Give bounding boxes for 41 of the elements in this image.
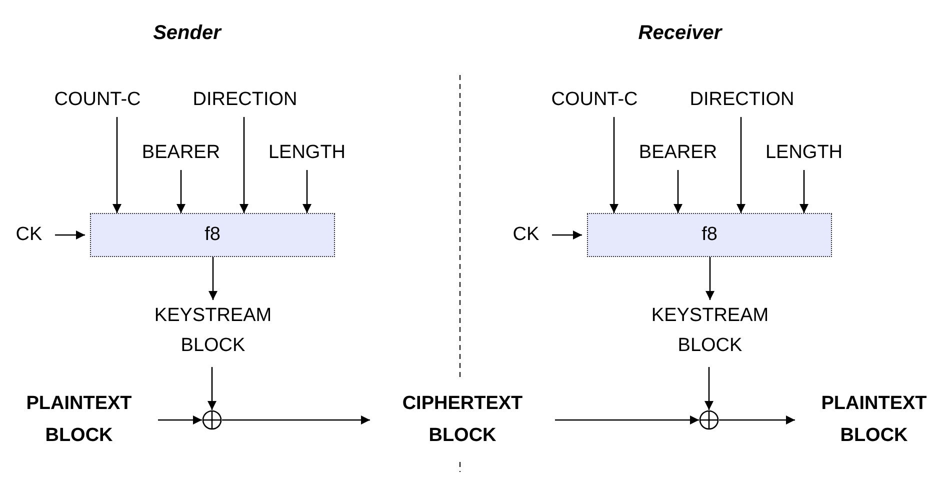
signal-label: LENGTH [765,141,843,165]
signal-label: KEYSTREAM BLOCK [650,304,770,358]
section-heading: Sender [152,22,223,45]
arrow [736,117,746,213]
signal-label: DIRECTION [192,88,298,112]
signal-label: PLAINTEXT BLOCK [820,392,928,448]
signal-label: KEYSTREAM BLOCK [153,304,273,358]
arrow [674,170,682,213]
function-label: f8 [204,223,220,247]
arrow [704,367,714,410]
signal-label: PLAINTEXT BLOCK [25,392,133,448]
arrow [610,117,618,213]
signal-label: COUNT-C [54,88,141,112]
arrow [800,170,808,213]
signal-label: COUNT-C [551,88,638,112]
function-label: f8 [702,223,718,247]
function-box [587,213,832,257]
signal-label: DIRECTION [690,88,794,112]
arrow [552,230,582,240]
signal-label: CIPHERTEXT BLOCK [401,392,524,448]
arrow [222,416,370,424]
arrow [240,117,248,213]
signal-label: BEARER [142,141,220,165]
signal-label: BEARER [638,141,718,165]
arrow [555,416,699,424]
arrow [55,230,85,240]
signal-label: CK [512,223,540,247]
arrow [706,257,714,300]
arrow [719,416,795,424]
signal-label: LENGTH [268,141,346,165]
arrow [208,257,218,300]
section-heading: Receiver [637,22,724,45]
arrow [208,367,216,410]
arrow [158,416,202,424]
arrow [112,117,122,213]
function-box [90,213,335,257]
signal-label: CK [16,223,42,247]
xor-symbol [699,410,719,430]
xor-symbol [202,410,222,430]
arrow [176,170,186,213]
arrow [302,170,312,213]
